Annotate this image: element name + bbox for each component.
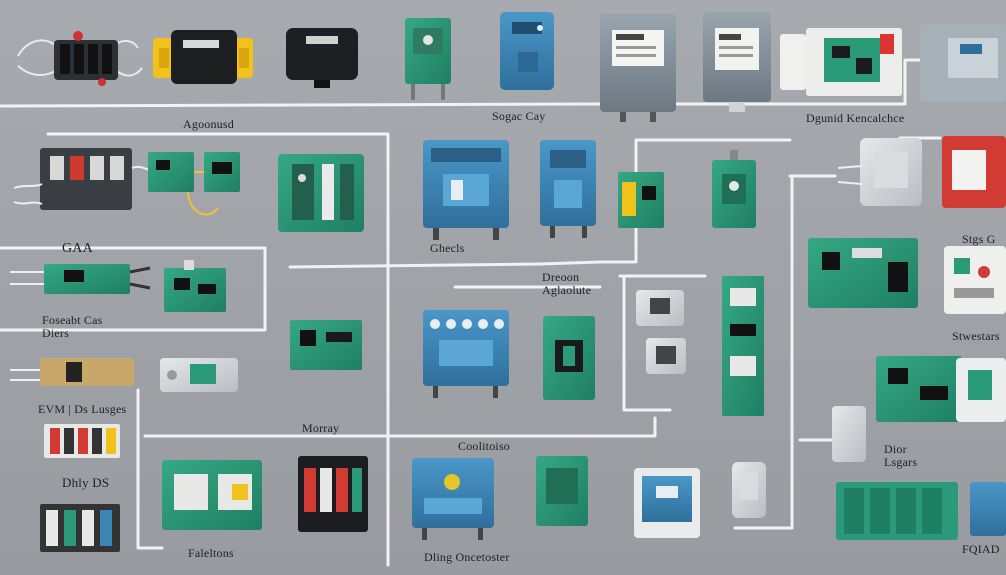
wires <box>0 58 1006 567</box>
breaker-strip <box>40 504 120 552</box>
gray-inverter-unit <box>920 24 1006 102</box>
gray-electric-meter-a <box>600 14 676 122</box>
label-center-ghecls: Ghecls <box>430 241 465 255</box>
label-top-center: Sogac Cay <box>492 109 546 123</box>
label-center-morray: Morray <box>302 421 340 435</box>
green-relay-unit <box>536 456 588 526</box>
label-right-stgs: Stgs G <box>962 232 996 246</box>
green-relay-module <box>405 18 451 100</box>
blue-control-module <box>500 12 554 90</box>
wire-harness-connector <box>17 31 143 86</box>
label-bottom-faleltons: Faleltons <box>188 546 234 560</box>
clear-relay-block <box>837 138 922 206</box>
green-timer-module <box>712 150 756 228</box>
label-left-evm: EVM | Ds Lusges <box>38 402 127 416</box>
yellow-green-controller <box>618 172 664 228</box>
label-top-left: Agoonusd <box>183 117 234 131</box>
green-contactor-module <box>278 154 364 232</box>
label-right-dior: Dior Lsgars <box>884 442 918 469</box>
blue-terminal-contactor <box>423 310 509 398</box>
clear-relay-pair <box>636 290 686 374</box>
green-control-pcb <box>876 356 962 422</box>
black-breaker-bank <box>298 456 368 532</box>
clear-capacitor <box>732 462 766 518</box>
gray-electric-meter-b <box>703 12 771 112</box>
black-control-box <box>286 28 358 88</box>
fuse-strip <box>44 424 120 458</box>
green-fuse-holders <box>836 482 958 540</box>
label-left-foseabt: Foseabt Cas Diers <box>42 313 103 340</box>
label-bottom-fqiad: FQIAD <box>962 542 1000 556</box>
white-relay-housing <box>956 358 1006 422</box>
green-interface-board <box>164 260 226 312</box>
tan-terminal-strip <box>10 358 134 386</box>
label-center-dreoon: Dreoon Aglaolute <box>542 270 592 297</box>
blue-edge-module <box>970 482 1006 536</box>
green-power-supply <box>162 460 262 530</box>
white-fuse-board <box>944 246 1006 314</box>
green-interlock-board <box>808 238 918 308</box>
green-switch-module <box>543 316 595 400</box>
tall-green-board <box>722 276 764 416</box>
blue-sensor-unit <box>634 468 700 538</box>
blue-timer-relay <box>412 458 494 540</box>
red-safety-switch <box>942 136 1006 208</box>
clear-terminal-cap <box>832 406 866 462</box>
label-top-right: Dgunid Kencalchce <box>806 111 905 125</box>
label-bottom-dling: Dling Oncetoster <box>424 550 510 564</box>
green-pcb-relay <box>290 320 362 370</box>
yellow-power-relay <box>153 30 253 84</box>
label-center-coolitoiso: Coolitoiso <box>458 439 511 453</box>
blue-relay-module <box>540 140 596 238</box>
blue-circuit-breaker <box>423 140 509 240</box>
label-right-stwestars: Stwestars <box>952 329 1000 343</box>
clear-fuse-holder <box>160 358 238 392</box>
green-sensor-boards <box>148 152 240 216</box>
label-left-dhly: Dhly DS <box>62 475 110 490</box>
white-terminal-board <box>780 28 902 96</box>
green-board-with-leads <box>10 264 151 294</box>
label-left-gaa: GAA <box>62 241 93 256</box>
terminal-block-cluster <box>13 148 155 210</box>
